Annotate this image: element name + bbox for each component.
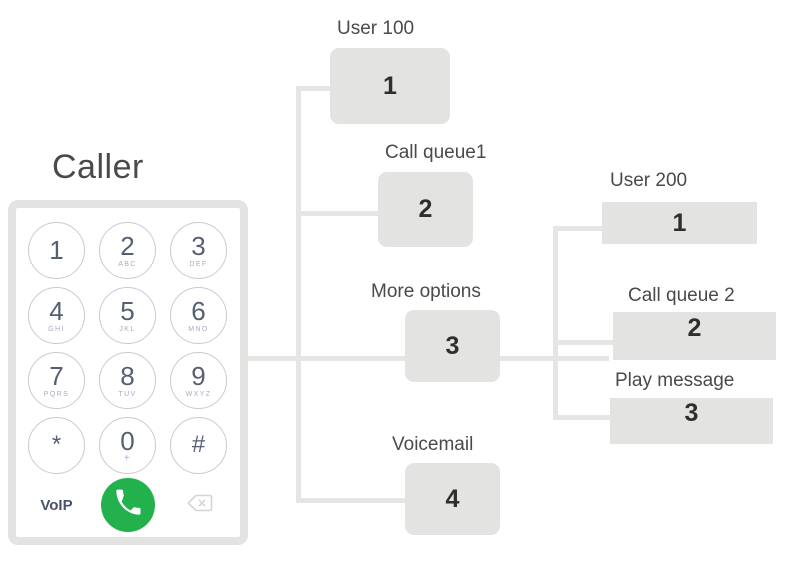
key-digit: 6 xyxy=(191,296,206,326)
connector-level2-spine xyxy=(553,226,558,420)
flow-node-box[interactable]: 1 xyxy=(330,48,450,124)
connector-to-play-message xyxy=(553,415,613,420)
flow-node-label: More options xyxy=(371,281,481,302)
keypad-key-6[interactable]: 6 MNO xyxy=(170,287,227,344)
key-subtext: PQRS xyxy=(43,391,70,398)
key-digit: * xyxy=(51,430,62,458)
connector-level1-spine xyxy=(296,86,301,503)
flow-node-number: 1 xyxy=(383,71,397,100)
keypad: 1 2 ABC 3 DEF 4 GHI 5 JKL 6 MNO 7 PQRS 8 xyxy=(28,222,228,474)
call-button[interactable] xyxy=(101,478,155,532)
keypad-key-3[interactable]: 3 DEF xyxy=(170,222,227,279)
key-subtext: JKL xyxy=(119,326,136,333)
flow-node-label: User 200 xyxy=(610,170,688,191)
keypad-key-4[interactable]: 4 GHI xyxy=(28,287,85,344)
connector-to-queue2 xyxy=(553,340,615,345)
key-subtext: + xyxy=(123,452,132,464)
key-subtext: ABC xyxy=(118,261,137,268)
key-subtext: MNO xyxy=(188,326,209,333)
flow-node-number: 1 xyxy=(672,208,687,237)
phone-handset-icon xyxy=(114,489,142,522)
flow-node-label: Play message xyxy=(615,370,735,391)
flow-node-label: User 100 xyxy=(337,18,415,39)
flow-node-box[interactable]: 3 xyxy=(405,310,500,382)
keypad-key-hash[interactable]: # xyxy=(170,417,227,474)
key-subtext: WXYZ xyxy=(185,391,212,398)
key-digit: 2 xyxy=(120,231,135,261)
key-digit: 4 xyxy=(49,296,64,326)
backspace-icon xyxy=(187,493,213,518)
keypad-key-star[interactable]: * xyxy=(28,417,85,474)
flow-node-label: Call queue1 xyxy=(385,142,487,163)
connector-to-queue1 xyxy=(296,211,384,216)
keypad-key-2[interactable]: 2 ABC xyxy=(99,222,156,279)
voip-label: VoIP xyxy=(40,496,73,514)
key-digit: 0 xyxy=(120,425,135,456)
backspace-button[interactable] xyxy=(171,493,228,518)
keypad-key-5[interactable]: 5 JKL xyxy=(99,287,156,344)
key-subtext: TUV xyxy=(118,391,137,398)
flow-node-box[interactable]: 2 xyxy=(613,312,776,360)
flow-node-box[interactable]: 4 xyxy=(405,463,500,535)
keypad-key-7[interactable]: 7 PQRS xyxy=(28,352,85,409)
flow-node-box[interactable]: 3 xyxy=(610,398,773,444)
flow-node-label: Call queue 2 xyxy=(628,285,735,306)
flow-node-number: 2 xyxy=(418,195,433,223)
flow-node-box[interactable]: 2 xyxy=(378,172,473,247)
connector-to-user100 xyxy=(296,86,336,91)
flow-node-number: 3 xyxy=(445,331,460,360)
connector-phone-to-trunk xyxy=(248,356,300,361)
page-title: Caller xyxy=(52,148,144,186)
keypad-key-9[interactable]: 9 WXYZ xyxy=(170,352,227,409)
flow-node-number: 4 xyxy=(445,484,460,513)
key-digit: 5 xyxy=(120,296,135,326)
phone-dialpad-panel: 1 2 ABC 3 DEF 4 GHI 5 JKL 6 MNO 7 PQRS 8 xyxy=(8,200,248,545)
key-digit: 3 xyxy=(191,231,206,261)
key-digit: # xyxy=(191,430,206,458)
key-subtext: GHI xyxy=(48,326,65,333)
key-digit: 7 xyxy=(49,361,64,391)
flow-node-number: 2 xyxy=(687,314,702,342)
key-subtext: DEF xyxy=(189,261,208,268)
keypad-key-0[interactable]: 0 + xyxy=(99,417,156,474)
keypad-key-8[interactable]: 8 TUV xyxy=(99,352,156,409)
connector-to-more-options xyxy=(296,356,410,361)
key-digit: 1 xyxy=(49,234,64,265)
key-digit: 9 xyxy=(191,361,206,391)
connector-to-voicemail xyxy=(296,498,410,503)
flow-node-number: 3 xyxy=(684,399,699,427)
flow-node-box[interactable]: 1 xyxy=(602,202,757,244)
keypad-key-1[interactable]: 1 xyxy=(28,222,85,279)
key-digit: 8 xyxy=(120,361,135,391)
connector-to-user200 xyxy=(553,226,608,231)
dialpad-action-row: VoIP xyxy=(28,476,228,534)
flow-node-label: Voicemail xyxy=(392,434,474,455)
